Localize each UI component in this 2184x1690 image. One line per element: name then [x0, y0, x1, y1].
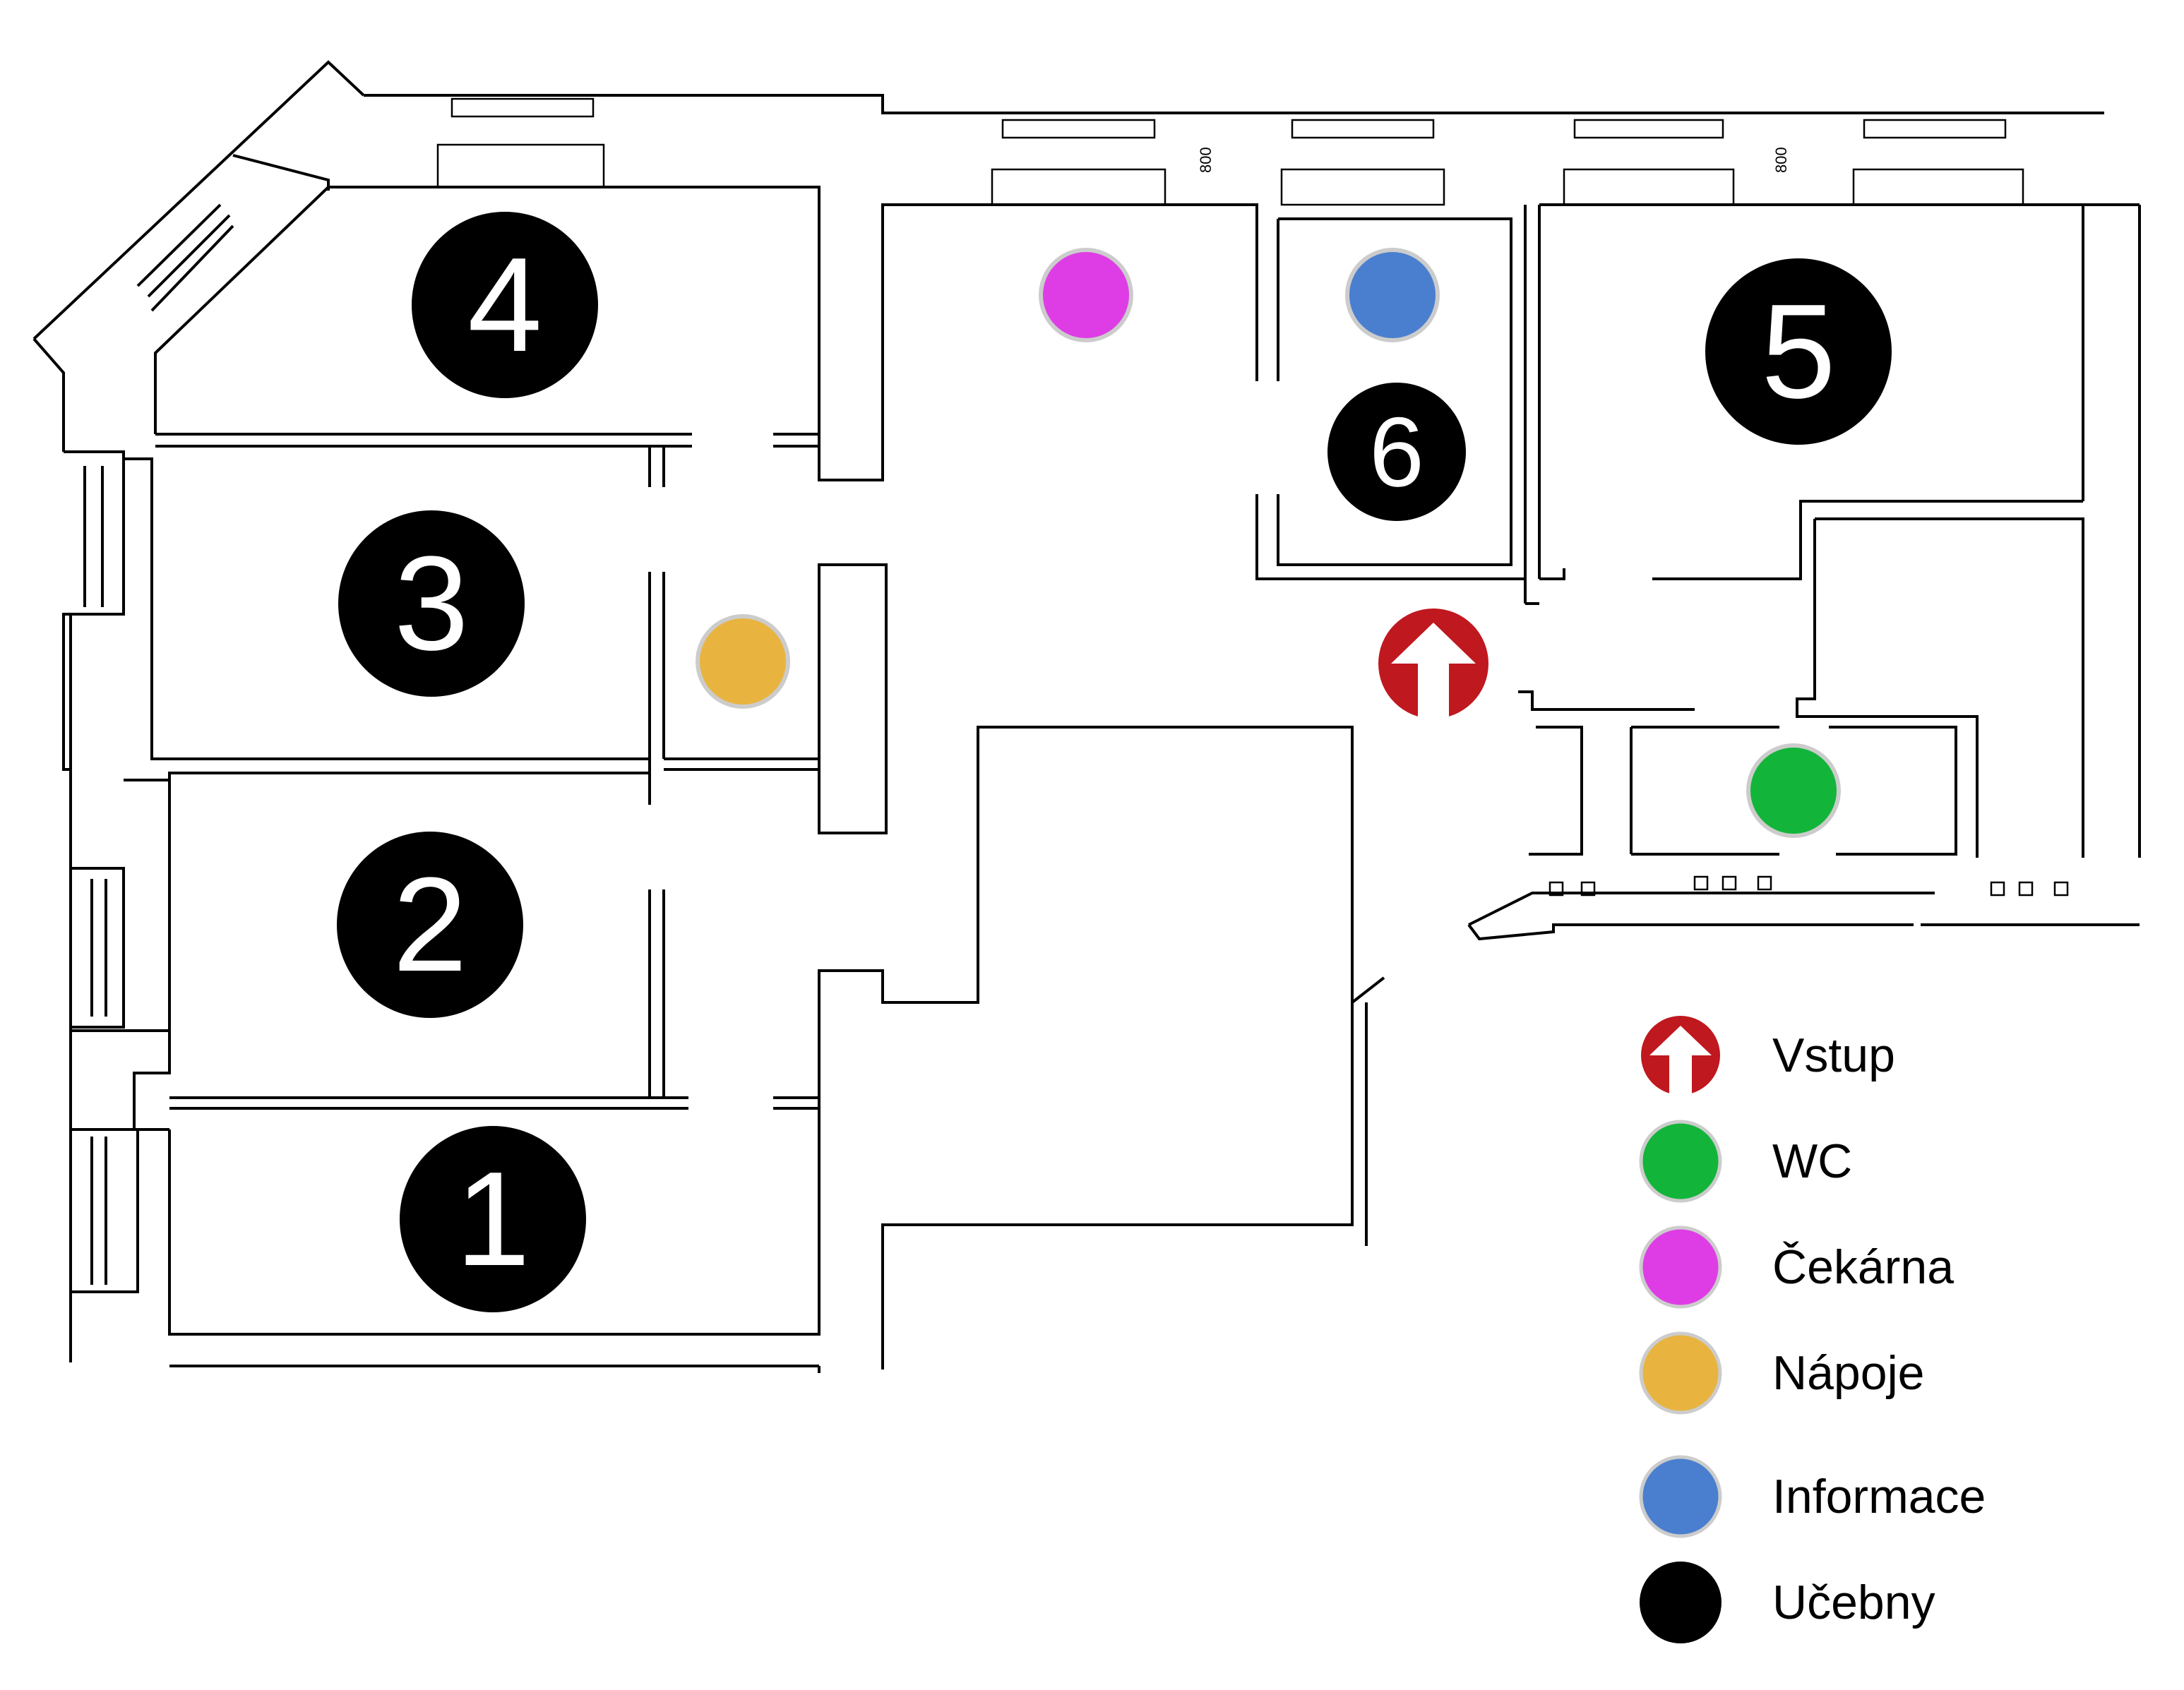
legend-label: Čekárna	[1772, 1240, 1955, 1294]
legend-item-wc: WC	[1638, 1108, 2132, 1214]
arrow-up-icon	[1391, 623, 1476, 719]
legend-label: Informace	[1772, 1470, 1986, 1523]
waiting-room-dot-icon	[1639, 1225, 1722, 1309]
drinks-dot-icon	[1639, 1331, 1722, 1415]
legend: Vstup WC Čekárna Nápoje Informace Učebny	[1638, 1002, 2132, 1655]
drinks-marker	[696, 614, 790, 709]
wc-marker	[1746, 743, 1841, 838]
legend-label: Vstup	[1772, 1029, 1895, 1082]
dimension-label: 800	[1197, 147, 1215, 173]
room-number: 4	[467, 230, 542, 380]
legend-item-ucebny: Učebny	[1638, 1550, 2132, 1655]
entrance-arrow-icon	[1641, 1016, 1720, 1095]
classroom-marker-3: 3	[338, 510, 525, 697]
dimension-label: 800	[1772, 147, 1790, 173]
information-marker	[1345, 248, 1440, 342]
room-number: 3	[394, 529, 469, 678]
classroom-marker-5: 5	[1705, 258, 1892, 445]
waiting-room-marker	[1039, 248, 1133, 342]
legend-label: Učebny	[1772, 1576, 1935, 1629]
room-number: 1	[455, 1144, 530, 1294]
classroom-markers: 4 3 2 1 5 6	[337, 212, 1892, 1312]
legend-item-cekarna: Čekárna	[1638, 1214, 2132, 1320]
classroom-marker-6: 6	[1327, 383, 1466, 521]
room-number: 6	[1369, 397, 1424, 508]
classroom-marker-4: 4	[412, 212, 598, 398]
classroom-dot-icon	[1640, 1562, 1721, 1643]
amenity-markers	[696, 248, 1841, 838]
legend-item-vstup: Vstup	[1638, 1002, 2132, 1108]
information-dot-icon	[1639, 1455, 1722, 1538]
entrance-marker	[1378, 609, 1488, 719]
legend-item-informace: Informace	[1638, 1444, 2132, 1550]
legend-item-napoje: Nápoje	[1638, 1320, 2132, 1426]
walls	[32, 60, 2141, 1373]
room-number: 2	[393, 850, 467, 1000]
room-number: 5	[1761, 277, 1836, 426]
classroom-marker-1: 1	[400, 1126, 586, 1312]
classroom-marker-2: 2	[337, 832, 523, 1018]
legend-label: Nápoje	[1772, 1346, 1925, 1400]
legend-label: WC	[1772, 1134, 1853, 1188]
wc-dot-icon	[1639, 1120, 1722, 1203]
